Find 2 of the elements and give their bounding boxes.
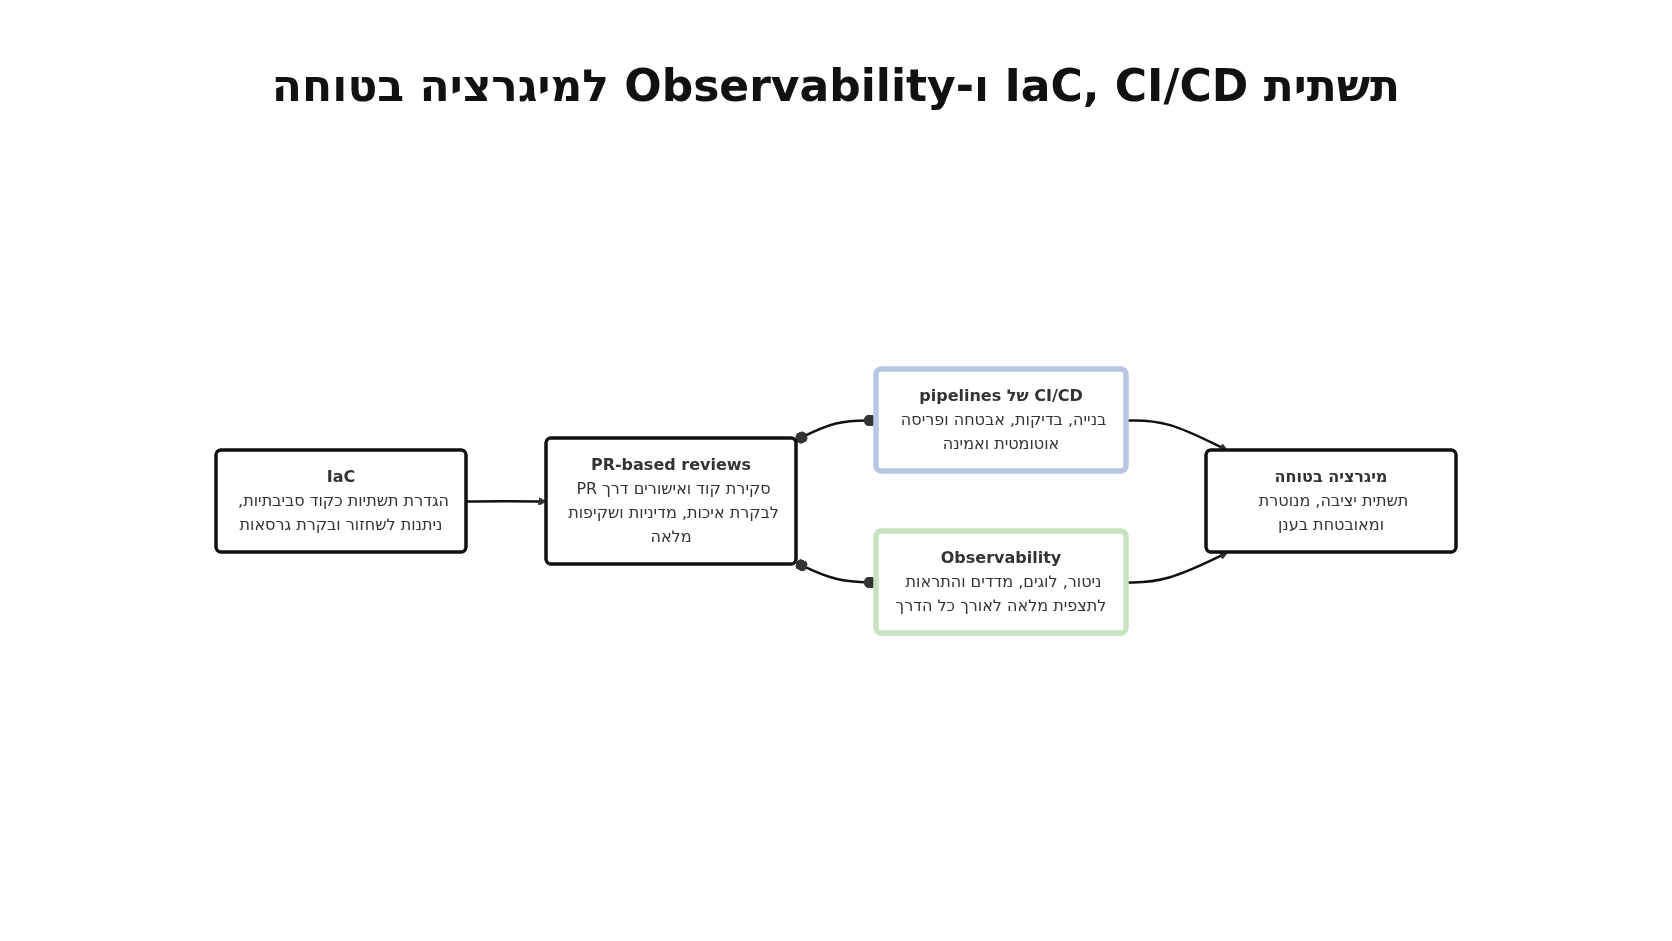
arrow [466,497,547,506]
title: תשתית IaC, CI/CD ו-Observability למיגרציה בטוחה [270,59,1402,113]
